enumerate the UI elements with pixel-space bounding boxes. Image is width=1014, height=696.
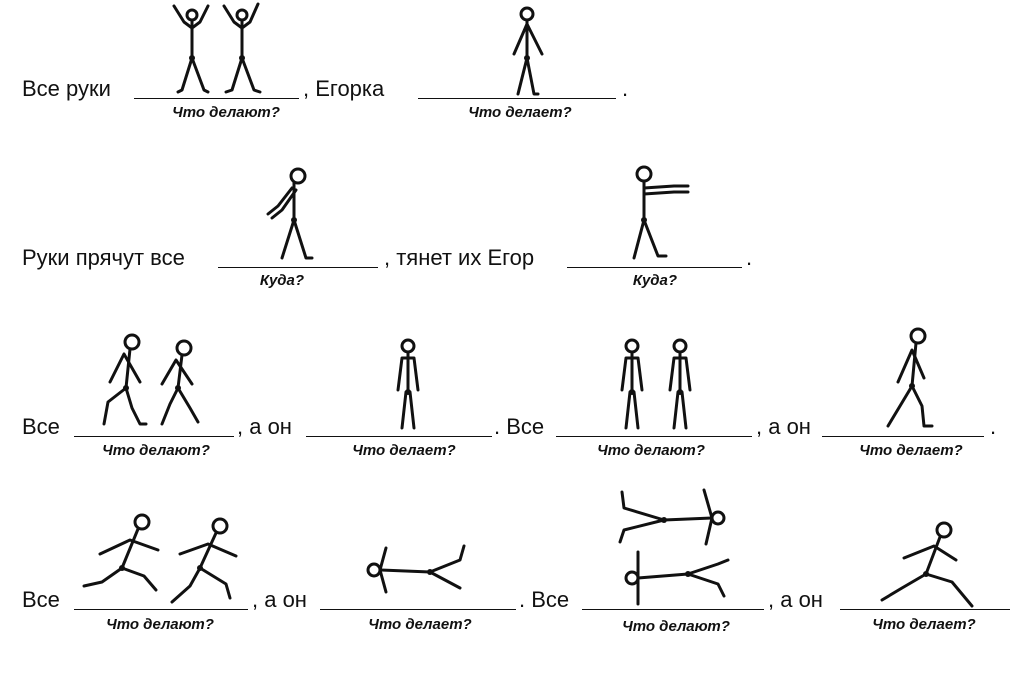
- row-1-answer-blank-1[interactable]: [134, 98, 299, 99]
- row-4-answer-blank-2[interactable]: [320, 609, 516, 610]
- row-3-middle-3: , а он: [756, 414, 811, 439]
- stick-figure-walking-pair: [102, 333, 200, 426]
- row-3-answer-blank-4[interactable]: [822, 436, 984, 437]
- stick-figure-walking: [886, 327, 934, 428]
- row-1-middle: , Егорка: [303, 76, 385, 101]
- row-4-hint-2: Что делает?: [368, 616, 472, 633]
- row-2-hint-1: Куда?: [259, 272, 305, 289]
- row-4-hint-1: Что делают?: [106, 616, 214, 633]
- row-1-prefix: Все руки: [22, 76, 111, 101]
- row-2-answer-blank-2[interactable]: [567, 267, 742, 268]
- row-2-prefix: Руки прячут все: [22, 245, 185, 270]
- row-3-hint-3: Что делают?: [597, 442, 705, 459]
- row-3-middle-2: . Все: [494, 414, 545, 439]
- stick-figure-running-pair: [82, 513, 238, 604]
- stick-figure-arms-stretched-forward: [632, 165, 690, 260]
- stick-figure-lying-down-pair: [618, 488, 730, 606]
- row-4-answer-blank-1[interactable]: [74, 609, 248, 610]
- row-3-middle: , а он: [237, 414, 292, 439]
- row-3-prefix: Все: [22, 414, 60, 439]
- row-4-middle-3: , а он: [768, 587, 823, 612]
- row-4-hint-3: Что делают?: [622, 618, 730, 635]
- stick-figure-arms-raised-pair: [172, 2, 262, 94]
- row-3-answer-blank-2[interactable]: [306, 436, 492, 437]
- row-1-hint-1: Что делают?: [172, 104, 280, 121]
- row-1-hint-2: Что делает?: [468, 104, 572, 121]
- row-3-answer-blank-3[interactable]: [556, 436, 752, 437]
- row-4-middle: , а он: [252, 587, 307, 612]
- row-3-suffix: .: [990, 414, 997, 439]
- row-3-hint-2: Что делает?: [352, 442, 456, 459]
- stick-figure-hands-behind-back: [266, 167, 314, 260]
- stick-figure-standing-still-pair: [620, 338, 692, 430]
- row-3-hint-1: Что делают?: [102, 442, 210, 459]
- row-4-prefix: Все: [22, 587, 60, 612]
- row-1-suffix: .: [622, 76, 629, 101]
- row-4-middle-2: . Все: [519, 587, 570, 612]
- stick-figure-arms-down: [512, 6, 544, 96]
- stick-figure-lying-down: [366, 544, 466, 594]
- row-3-answer-blank-1[interactable]: [74, 436, 234, 437]
- row-4-hint-4: Что делает?: [872, 616, 976, 633]
- row-2-hint-2: Куда?: [632, 272, 678, 289]
- stick-figure-running: [880, 521, 974, 608]
- row-4-answer-blank-4[interactable]: [840, 609, 1010, 610]
- row-2-suffix: .: [746, 245, 753, 270]
- row-3-hint-4: Что делает?: [859, 442, 963, 459]
- row-2-middle: , тянет их Егор: [384, 245, 535, 270]
- row-1-answer-blank-2[interactable]: [418, 98, 616, 99]
- stick-figure-standing-still: [396, 338, 420, 430]
- row-2-answer-blank-1[interactable]: [218, 267, 378, 268]
- row-4-answer-blank-3[interactable]: [582, 609, 764, 610]
